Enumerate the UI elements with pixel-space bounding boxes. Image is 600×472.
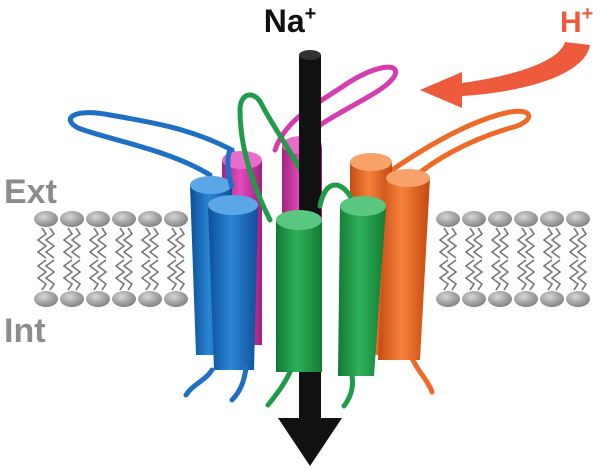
lipid-head xyxy=(514,291,538,307)
orange-intracellular-tail xyxy=(409,355,435,395)
lipid-tail xyxy=(70,227,82,259)
lipid-tail xyxy=(446,227,458,259)
lipid-tail xyxy=(114,227,126,259)
lipid-bilayer-right xyxy=(436,211,590,307)
lipid-head xyxy=(462,291,486,307)
lipid-tail xyxy=(122,259,134,291)
lipid-tail xyxy=(88,227,100,259)
lipid-tail xyxy=(516,227,528,259)
orange-extracellular-loop xyxy=(382,108,532,193)
lipid-head xyxy=(138,211,162,227)
lipid-head xyxy=(60,211,84,227)
lipid-tail xyxy=(542,259,554,291)
lipid-head xyxy=(540,291,564,307)
lipid-head xyxy=(112,291,136,307)
lipid-tail xyxy=(438,259,450,291)
lipid-tail xyxy=(524,259,536,291)
lipid-tail xyxy=(568,227,580,259)
lipid-tail xyxy=(174,259,186,291)
lipid-tail xyxy=(148,227,160,259)
lipid-tail xyxy=(148,259,160,291)
lipid-tail xyxy=(438,227,450,259)
lipid-tail xyxy=(96,259,108,291)
lipid-tail xyxy=(62,259,74,291)
lipid-tail xyxy=(524,227,536,259)
lipid-head xyxy=(138,291,162,307)
lipid-head xyxy=(86,291,110,307)
lipid-head xyxy=(514,211,538,227)
lipid-head xyxy=(34,291,58,307)
lipid-tail xyxy=(44,227,56,259)
lipid-tail xyxy=(174,227,186,259)
lipid-tail xyxy=(490,259,502,291)
lipid-tail xyxy=(550,227,562,259)
sodium-ion-label: Na+ xyxy=(264,3,317,39)
proton-label: H+ xyxy=(560,3,593,39)
lipid-head xyxy=(436,211,460,227)
lipid-tail xyxy=(44,259,56,291)
blue-subunit xyxy=(183,149,258,403)
lipid-tail xyxy=(464,227,476,259)
lipid-tail xyxy=(166,227,178,259)
lipid-head xyxy=(164,211,188,227)
lipid-tail xyxy=(36,259,48,291)
lipid-tail xyxy=(498,227,510,259)
green-extracellular-loop xyxy=(237,92,323,223)
intracellular-label: Int xyxy=(4,312,46,350)
lipid-tail xyxy=(542,227,554,259)
lipid-head xyxy=(488,291,512,307)
lipid-tail xyxy=(550,259,562,291)
lipid-head xyxy=(436,291,460,307)
proton-arrow xyxy=(420,42,590,108)
lipid-head xyxy=(164,291,188,307)
lipid-tail xyxy=(576,227,588,259)
lipid-head xyxy=(566,211,590,227)
lipid-head xyxy=(34,211,58,227)
lipid-head xyxy=(566,291,590,307)
lipid-tail xyxy=(568,259,580,291)
lipid-tail xyxy=(70,259,82,291)
lipid-tail xyxy=(472,227,484,259)
lipid-head xyxy=(86,211,110,227)
lipid-tail xyxy=(464,259,476,291)
lipid-tail xyxy=(62,227,74,259)
lipid-tail xyxy=(472,259,484,291)
lipid-tail xyxy=(122,227,134,259)
lipid-tail xyxy=(88,259,100,291)
lipid-tail xyxy=(114,259,126,291)
lipid-tail xyxy=(166,259,178,291)
blue-extracellular-loop xyxy=(68,110,243,193)
lipid-head xyxy=(540,211,564,227)
lipid-head xyxy=(60,291,84,307)
lipid-tail xyxy=(36,227,48,259)
lipid-tail xyxy=(576,259,588,291)
lipid-tail xyxy=(96,227,108,259)
lipid-tail xyxy=(140,227,152,259)
lipid-tail xyxy=(490,227,502,259)
lipid-tail xyxy=(498,259,510,291)
green-subunit xyxy=(265,182,386,409)
lipid-tail xyxy=(140,259,152,291)
lipid-head xyxy=(488,211,512,227)
lipid-tail xyxy=(446,259,458,291)
extracellular-label: Ext xyxy=(4,173,57,211)
lipid-tail xyxy=(516,259,528,291)
lipid-head xyxy=(112,211,136,227)
lipid-bilayer-left xyxy=(34,211,188,307)
lipid-head xyxy=(462,211,486,227)
